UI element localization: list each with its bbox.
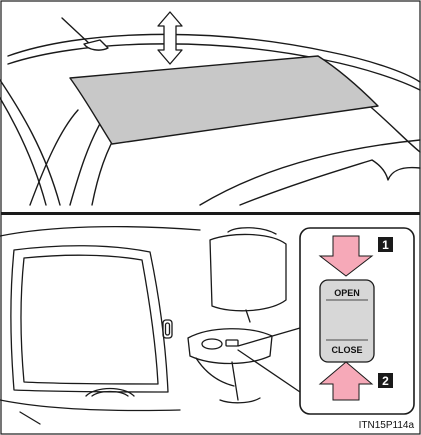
figure-code: ITN15P114a xyxy=(359,420,415,431)
section-divider xyxy=(1,212,420,215)
badge-1-label: 1 xyxy=(382,238,389,252)
close-label: CLOSE xyxy=(331,345,362,355)
badge-2-label: 2 xyxy=(382,374,389,388)
open-label: OPEN xyxy=(334,288,360,298)
